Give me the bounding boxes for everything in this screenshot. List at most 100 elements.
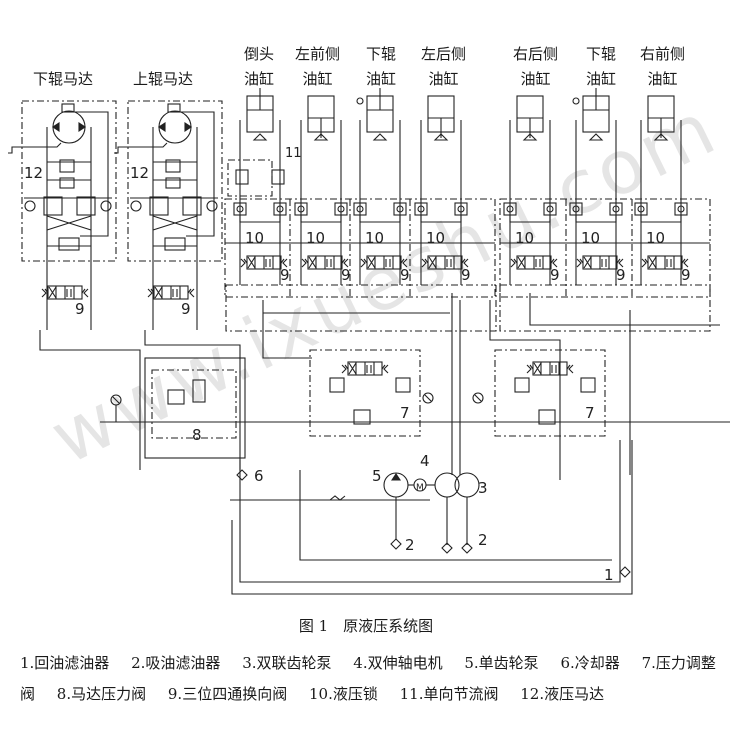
solenoid-left-icon	[147, 288, 155, 298]
return-manifold	[225, 284, 497, 332]
pipe-line	[231, 440, 633, 595]
suction-filter-2-icon	[461, 542, 473, 554]
component-number-7: 7	[400, 404, 410, 422]
component-number-6: 6	[254, 467, 264, 485]
check-ball	[297, 205, 305, 213]
upper-roll-motor-circuit: 129	[114, 100, 223, 330]
valve-7-boundary	[309, 349, 421, 437]
main-relief-icon	[353, 409, 371, 425]
pilot-relief-icon	[514, 377, 530, 393]
mount-icon	[372, 133, 388, 141]
suction-filter-2-icon	[390, 538, 402, 550]
motor-pressure-valve-8-boundary	[151, 369, 237, 439]
solenoid-right-icon	[400, 258, 408, 268]
legend-item: 1.回油滤油器	[20, 654, 110, 672]
pipe-line	[529, 293, 720, 326]
legend-item: 6.冷却器	[560, 654, 620, 672]
component-number-10: 10	[306, 229, 325, 247]
motor-symbol: M	[416, 483, 424, 493]
directional-valve-9	[41, 285, 89, 300]
pipe-line	[74, 111, 109, 237]
check-ball	[677, 205, 685, 213]
hydraulic-cylinder-icon	[356, 88, 394, 141]
hydraulic-cylinder-icon	[307, 95, 335, 141]
balance-valve	[149, 196, 169, 216]
solenoid-right-icon	[461, 258, 469, 268]
check-ball	[546, 205, 554, 213]
solenoid-left-icon	[360, 258, 368, 268]
solenoid-right-icon	[187, 288, 195, 298]
label-upper-roll-motor: 上辊马达	[133, 70, 194, 88]
component-number-10: 10	[515, 229, 534, 247]
pipe-line	[239, 215, 281, 223]
pipe-line	[300, 215, 342, 223]
cylinder-circuit: 10 9	[294, 95, 351, 285]
cylinder-circuit: 109	[569, 88, 626, 285]
component-number-9: 9	[681, 266, 691, 284]
component-number-10: 10	[426, 229, 445, 247]
component-number-4: 4	[420, 452, 430, 470]
check-ball	[572, 205, 580, 213]
legend-item: 3.双联齿轮泵	[242, 654, 332, 672]
directional-valve-9	[641, 255, 689, 270]
right-valve-bank-boundary	[499, 198, 711, 298]
pipe-line	[39, 330, 141, 470]
cylinder-circuit: 109	[634, 95, 691, 285]
motor-drain	[167, 103, 181, 113]
solenoid-left-icon	[421, 258, 429, 268]
gauge-dial	[422, 392, 434, 404]
legend-item: 11.单向节流阀	[399, 685, 499, 703]
cylinder-circuit: 10 9	[233, 88, 290, 285]
component-number-2: 2	[405, 536, 415, 554]
directional-valve-9	[526, 361, 574, 376]
pipe-line	[8, 142, 62, 154]
component-number-9: 9	[341, 266, 351, 284]
mount-icon	[653, 133, 669, 141]
solenoid-right-icon	[341, 258, 349, 268]
relief-valve	[165, 159, 181, 173]
pressure-gauge-icon	[472, 392, 484, 404]
motor-pressure-valve-outer	[144, 357, 246, 459]
component-number-10: 10	[245, 229, 264, 247]
hydraulic-cylinder-icon	[246, 88, 274, 141]
relief-valve	[165, 177, 181, 189]
check-icon	[24, 200, 36, 212]
solenoid-left-icon	[641, 258, 649, 268]
solenoid-right-icon	[280, 258, 288, 268]
component-number-1: 1	[604, 566, 614, 584]
lower-roll-motor-circuit: 129	[8, 100, 117, 330]
label-left-front-cylinder: 左前侧油缸	[295, 45, 341, 88]
component-number-3: 3	[478, 479, 488, 497]
legend: 1.回油滤油器 2.吸油滤油器 3.双联齿轮泵 4.双伸轴电机 5.单齿轮泵 6…	[20, 648, 720, 710]
label-left-rear-cylinder: 左后侧油缸	[421, 45, 467, 88]
legend-item: 7.压力调整阀	[20, 654, 716, 703]
solenoid-left-icon	[41, 288, 49, 298]
balance-valve	[43, 196, 63, 216]
check-ball	[417, 205, 425, 213]
hydraulic-cylinder-icon	[516, 95, 544, 141]
legend-item: 8.马达压力阀	[56, 685, 147, 703]
pressure-adjust-valve-7-right: 7	[494, 349, 606, 437]
check-ball	[236, 205, 244, 213]
pipe-line	[299, 470, 612, 561]
solenoid-left-icon	[576, 258, 584, 268]
return-manifold	[499, 284, 711, 332]
component-number-9: 9	[280, 266, 290, 284]
pipe-line	[239, 440, 621, 583]
pipe-line	[262, 300, 312, 359]
label-lower-roll-cylinder-right: 下辊油缸	[586, 45, 617, 88]
pipe-line	[489, 300, 561, 480]
mount-icon	[252, 133, 268, 141]
directional-valve-9	[510, 255, 558, 270]
solenoid-left-icon	[240, 258, 248, 268]
mount-icon	[313, 133, 329, 141]
valve-7-boundary	[494, 349, 606, 437]
pipe-line	[359, 215, 401, 223]
component-number-9: 9	[616, 266, 626, 284]
check-icon	[206, 200, 218, 212]
solenoid-right-icon	[681, 258, 689, 268]
solenoid-left-icon	[510, 258, 518, 268]
hydraulic-cylinder-icon	[647, 95, 675, 141]
